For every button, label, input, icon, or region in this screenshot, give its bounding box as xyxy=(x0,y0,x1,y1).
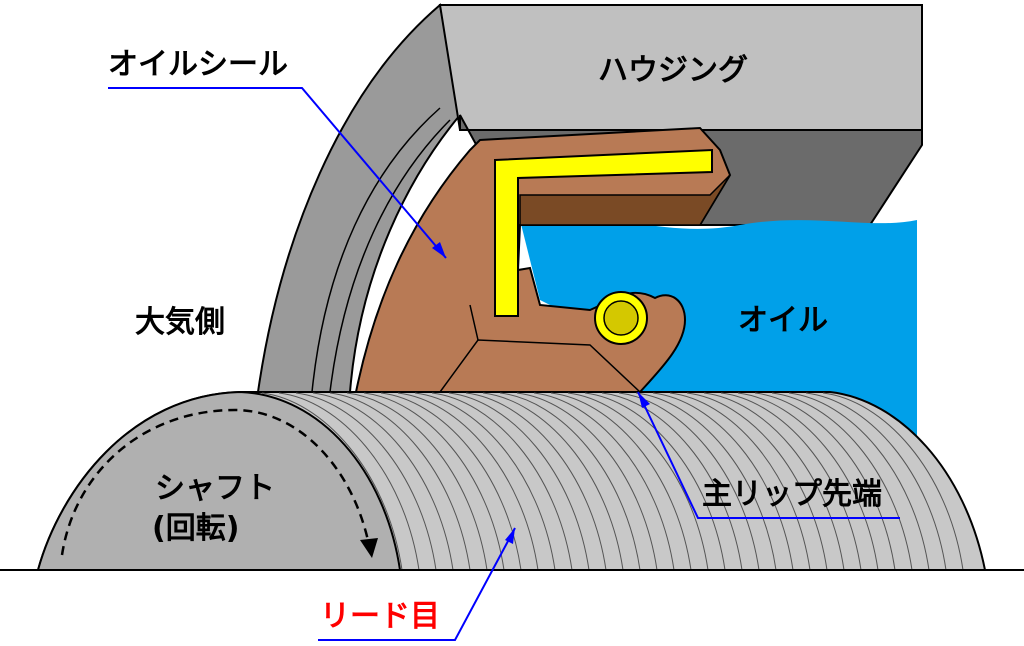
lead-mark-line xyxy=(448,392,590,571)
metal-insert xyxy=(494,148,713,317)
lead-mark-line xyxy=(652,392,794,571)
lead-mark-line xyxy=(567,392,709,571)
housing-bore-ring xyxy=(311,107,441,393)
label-main-lip-tip: 主リップ先端 xyxy=(702,477,882,512)
lead-mark-line xyxy=(703,392,845,571)
oil-seal-leader-arrow xyxy=(432,242,446,258)
garter-spring-inner xyxy=(603,300,639,336)
lead-mark-line xyxy=(397,392,539,571)
oil-seal-leader xyxy=(108,87,447,259)
lead-mark-line xyxy=(737,392,879,571)
oil-seal-lip-edge xyxy=(439,339,641,393)
lead-mark-line xyxy=(465,392,607,571)
oil-region xyxy=(520,216,917,445)
lead-marks-leader xyxy=(318,527,516,641)
lead-mark-line xyxy=(771,392,913,571)
lead-mark-line xyxy=(499,392,641,571)
lead-mark-line xyxy=(788,392,930,571)
label-lead-marks: リード目 xyxy=(320,599,440,634)
lead-mark-line xyxy=(431,392,573,571)
lead-mark-line xyxy=(363,392,505,571)
lead-mark-line xyxy=(482,392,624,571)
label-shaft: シャフト xyxy=(155,471,275,506)
lead-mark-line xyxy=(686,392,828,571)
lead-mark-line xyxy=(516,392,658,571)
lead-mark-line xyxy=(822,392,964,571)
lead-mark-line xyxy=(550,392,692,571)
lead-mark-line xyxy=(312,392,454,571)
main-lip-leader xyxy=(637,391,900,519)
lead-mark-line xyxy=(346,392,488,571)
shaft-end-face xyxy=(36,390,402,571)
main-lip-leader-arrow xyxy=(638,392,650,408)
oil-seal-dark-shade xyxy=(519,174,731,226)
label-atmosphere: 大気側 xyxy=(135,305,225,340)
lead-mark-line xyxy=(278,392,420,571)
lead-mark-line xyxy=(754,392,896,571)
housing-bore-ring xyxy=(329,119,451,393)
lead-marks-leader-arrow xyxy=(505,528,515,544)
label-housing: ハウジング xyxy=(598,53,748,88)
lead-mark-line xyxy=(635,392,777,571)
lead-mark-line xyxy=(533,392,675,571)
lead-mark-line xyxy=(669,392,811,571)
rotation-arrow xyxy=(60,408,372,556)
lead-mark-line xyxy=(414,392,556,571)
lead-mark-line xyxy=(329,392,471,571)
lead-mark-line xyxy=(601,392,743,571)
oil-seal-lip-edge xyxy=(469,304,479,341)
lead-mark-line xyxy=(584,392,726,571)
lead-mark-line xyxy=(805,392,947,571)
lead-mark-line xyxy=(295,392,437,571)
label-shaft-rotation: (回転) xyxy=(152,511,239,546)
lead-marks-group xyxy=(261,392,964,571)
label-oil: オイル xyxy=(738,303,828,338)
lead-mark-line xyxy=(720,392,862,571)
rotation-arrowhead xyxy=(360,538,378,558)
lead-mark-line xyxy=(261,392,403,571)
label-oil-seal: オイルシール xyxy=(108,47,288,82)
